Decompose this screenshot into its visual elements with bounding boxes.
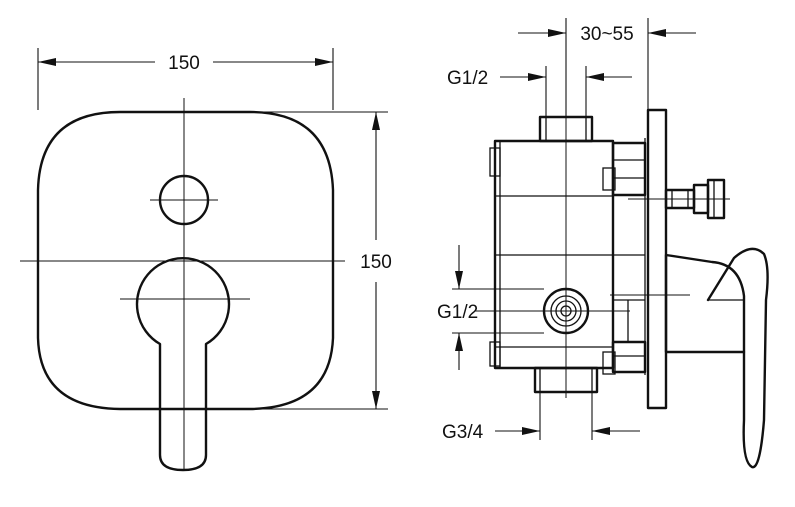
depth-label: 30~55 <box>580 24 633 45</box>
bottom-outlet-label: G3/4 <box>442 422 484 443</box>
lower-collar-nut <box>602 351 616 375</box>
cover-plate-side <box>646 108 668 410</box>
height-dimension: 150 <box>250 111 392 410</box>
bottom-outlet-dimension: G3/4 <box>442 392 640 443</box>
side-view: 30~55 G1/2 G1/2 <box>437 18 769 469</box>
upper-collar-nut <box>602 167 616 191</box>
lever-handle-side <box>664 247 769 469</box>
front-view: 150 150 <box>20 48 392 472</box>
depth-dimension: 30~55 <box>518 18 696 117</box>
side-inlet-label: G1/2 <box>437 302 478 323</box>
width-dimension: 150 <box>37 48 334 110</box>
upper-collar <box>611 141 647 197</box>
height-label: 150 <box>360 252 392 273</box>
side-inlet-dimension: G1/2 <box>437 245 544 370</box>
top-inlet-label: G1/2 <box>447 68 488 89</box>
body-lug-top <box>489 147 501 177</box>
lower-collar <box>611 340 647 374</box>
lever-handle <box>135 257 231 472</box>
width-label: 150 <box>168 53 200 74</box>
body-lug-bottom <box>489 341 501 367</box>
top-inlet-dimension: G1/2 <box>447 66 632 117</box>
